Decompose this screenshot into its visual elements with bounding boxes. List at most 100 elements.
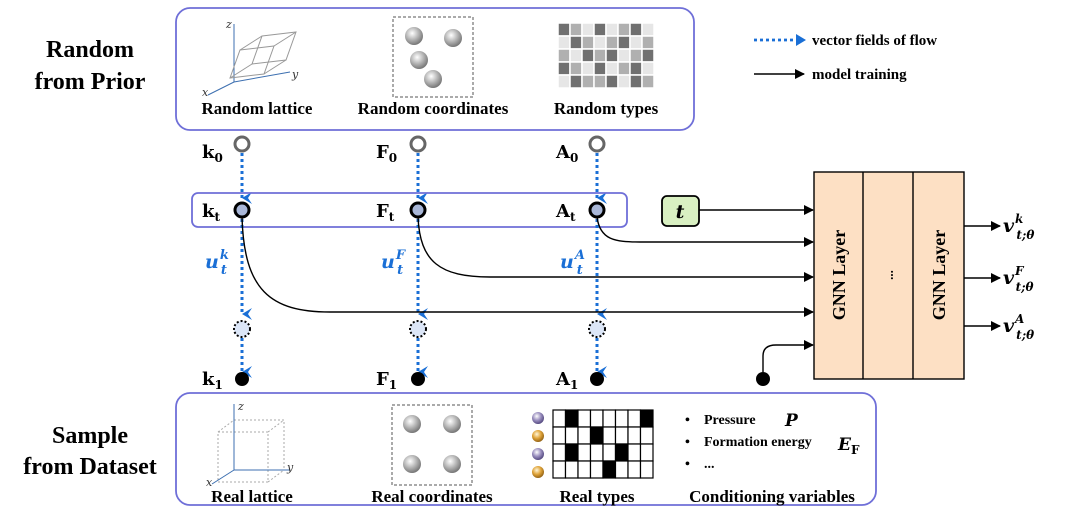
prior-panel (175, 7, 695, 131)
prior-title-line1: Random (46, 37, 134, 63)
svg-text:•: • (685, 413, 690, 428)
real-type-cell (602, 443, 617, 462)
xt-state-box (191, 192, 628, 228)
random-type-cell (557, 35, 571, 50)
real-type-cell (564, 426, 579, 445)
caption-conditioning-variables: Conditioning variables (689, 487, 855, 506)
real-coordinates-icon (391, 404, 473, 486)
svg-text:•: • (685, 435, 690, 450)
node-conditioning (756, 372, 770, 386)
random-type-cell (557, 22, 571, 37)
real-lattice-axis-x: x (206, 476, 213, 489)
random-type-cell (557, 61, 571, 76)
random-type-cell (605, 35, 619, 50)
real-type-cell (627, 409, 642, 428)
real-type-cell (614, 460, 629, 479)
real-type-cell (602, 460, 617, 479)
real-lattice-axis-y: y (286, 461, 294, 474)
random-type-cell (569, 61, 583, 76)
real-type-cell (552, 460, 567, 479)
real-type-cell (627, 460, 642, 479)
random-type-cell (617, 22, 631, 37)
random-type-cell (641, 35, 655, 50)
real-types-element-icons (532, 412, 544, 478)
dataset-title-line1: Sample (52, 423, 128, 449)
legend-flow-label: vector fields of flow (812, 33, 937, 49)
caption-random-types: Random types (554, 99, 659, 118)
random-type-cell (593, 22, 607, 37)
svg-text:k0: k0 (202, 142, 223, 165)
legend-training-label: model training (812, 67, 907, 83)
caption-real-types: Real types (559, 487, 634, 506)
lattice-axis-y: y (291, 68, 299, 81)
random-type-cell (629, 74, 643, 89)
arrow-At-to-gnn (596, 216, 814, 247)
real-type-cell (564, 443, 579, 462)
real-type-cell (589, 426, 604, 445)
real-type-cell (589, 409, 604, 428)
real-type-cell (564, 460, 579, 479)
random-type-cell (593, 74, 607, 89)
svg-text:At: At (555, 201, 576, 224)
real-type-cell (589, 443, 604, 462)
node-F-intermediate (409, 320, 427, 338)
caption-random-lattice: Random lattice (202, 99, 313, 118)
real-type-cell (639, 409, 654, 428)
random-type-cell (557, 74, 571, 89)
real-type-cell (577, 426, 592, 445)
real-type-cell (552, 426, 567, 445)
random-type-cell (617, 74, 631, 89)
caption-real-coordinates: Real coordinates (371, 487, 493, 506)
node-k0: k0 (202, 135, 251, 165)
random-type-cell (581, 35, 595, 50)
svg-text:F1: F1 (376, 369, 397, 392)
svg-text:Ft: Ft (376, 201, 395, 224)
real-type-cell (614, 426, 629, 445)
dataset-title-line2: from Dataset (23, 454, 157, 480)
random-type-cell (593, 35, 607, 50)
random-type-cell (641, 61, 655, 76)
arrow-kt-to-gnn (241, 216, 814, 317)
real-type-cell (552, 443, 567, 462)
random-type-cell (629, 22, 643, 37)
time-token-label: t (676, 201, 685, 223)
time-token-box (661, 195, 700, 227)
arrow-cond-to-gnn (762, 340, 814, 372)
node-A1: A1 (555, 369, 604, 392)
conditioning-list: • Pressure P • Formation energy EF • ... (685, 411, 860, 472)
gnn-ellipsis: ... (881, 270, 896, 280)
node-A0: A0 (555, 135, 606, 165)
real-type-cell (614, 443, 629, 462)
node-Ft: Ft (376, 201, 427, 224)
random-type-cell (593, 61, 607, 76)
real-lattice-icon: z y x (206, 400, 294, 489)
node-At: At (555, 201, 606, 224)
lattice-axis-x: x (202, 86, 209, 99)
real-type-cell (602, 409, 617, 428)
random-type-cell (605, 74, 619, 89)
real-type-cell (614, 409, 629, 428)
cond-item-pressure-label: Pressure (704, 413, 756, 428)
node-k1: k1 (202, 369, 249, 392)
random-type-cell (581, 22, 595, 37)
real-type-cell (577, 460, 592, 479)
svg-text:kt: kt (202, 201, 220, 224)
caption-random-coordinates: Random coordinates (358, 99, 509, 118)
lattice-axis-z: z (225, 18, 232, 31)
real-type-cell (639, 426, 654, 445)
svg-text:A1: A1 (555, 369, 578, 392)
random-type-cell (581, 48, 595, 63)
real-type-cell (589, 460, 604, 479)
random-type-cell (641, 74, 655, 89)
real-lattice-axis-z: z (237, 400, 244, 413)
caption-real-lattice: Real lattice (211, 487, 293, 506)
random-type-cell (629, 35, 643, 50)
node-k-intermediate (233, 320, 251, 338)
random-type-cell (581, 74, 595, 89)
random-type-cell (617, 48, 631, 63)
prior-title-line2: from Prior (35, 69, 146, 95)
cond-item-formation-label: Formation energy (704, 435, 812, 450)
